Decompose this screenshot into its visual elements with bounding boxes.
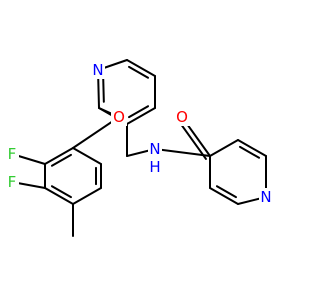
- atom-nh-amide: N H: [148, 140, 162, 176]
- atom-label: O: [113, 108, 125, 126]
- bond: [209, 187, 239, 205]
- atom-label: N: [92, 61, 103, 79]
- atom-label-layer: N O O N H N F F: [5, 61, 273, 206]
- atom-n-pyridine-top: N: [91, 61, 105, 79]
- bond: [154, 148, 211, 157]
- bond: [126, 59, 156, 77]
- atom-n-pyridine-right: N: [259, 188, 273, 206]
- molecule-diagram: N O O N H N F F: [5, 59, 273, 237]
- bond: [72, 187, 102, 205]
- bond: [126, 107, 156, 125]
- bond: [44, 187, 74, 205]
- bond: [127, 65, 150, 79]
- bond: [176, 118, 207, 160]
- atom-label: O: [176, 108, 188, 126]
- bond: [215, 185, 238, 199]
- bond: [72, 147, 102, 165]
- atom-label: N: [149, 140, 160, 158]
- bond: [127, 105, 150, 119]
- atom-o-carbonyl: O: [174, 108, 190, 126]
- atom-f-upper: F: [5, 145, 19, 163]
- atom-o-ether: O: [111, 108, 127, 126]
- bond: [50, 185, 73, 199]
- atom-label: N: [260, 188, 271, 206]
- bond-layer: [11, 59, 267, 237]
- atom-label: F: [8, 145, 17, 163]
- atom-label: H: [149, 158, 160, 176]
- bond: [44, 147, 74, 165]
- atom-f-lower: F: [5, 173, 19, 191]
- bond: [209, 139, 239, 157]
- atom-label: F: [8, 173, 17, 191]
- bond: [237, 139, 267, 157]
- bond: [50, 153, 73, 167]
- bond: [102, 74, 105, 103]
- bond: [238, 145, 261, 159]
- structure-canvas: N O O N H N F F: [5, 59, 273, 237]
